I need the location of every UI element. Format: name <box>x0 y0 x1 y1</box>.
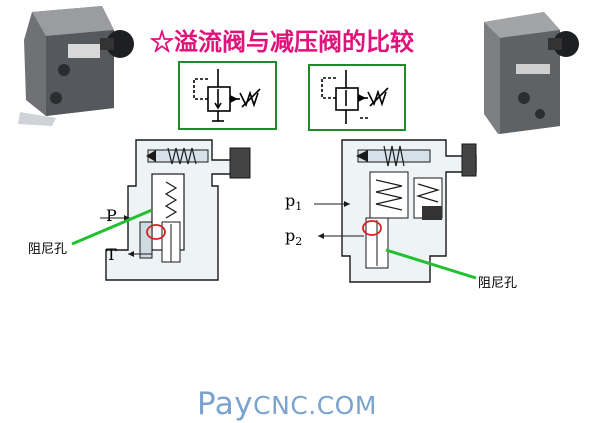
port-p1-label: p1 <box>285 191 303 214</box>
reducing-valve-photo <box>474 2 584 137</box>
reducing-orifice-label: 阻尼孔 <box>478 276 518 291</box>
reducing-valve-symbol-box <box>308 64 406 131</box>
reducing-valve-symbol <box>321 70 389 124</box>
relief-valve-photo <box>16 0 136 128</box>
reducing-valve-cutaway <box>314 139 477 283</box>
port-p-label: P <box>106 206 117 225</box>
relief-valve-cutaway <box>100 139 251 281</box>
relief-orifice-label: 阻尼孔 <box>28 242 68 257</box>
reducing-orifice-leader-line <box>385 248 477 280</box>
relief-valve-symbol-box <box>178 61 277 130</box>
relief-valve-symbol <box>193 69 261 122</box>
watermark: PayCNC.COM <box>197 386 377 422</box>
port-p2-label: p2 <box>285 226 303 249</box>
orifice-highlight-circle <box>146 224 166 240</box>
slide-title: ☆溢流阀与减压阀的比较 <box>150 27 414 56</box>
port-t-label: T <box>106 245 117 264</box>
orifice-highlight-circle <box>362 220 382 236</box>
relief-orifice-leader-line <box>71 208 153 246</box>
